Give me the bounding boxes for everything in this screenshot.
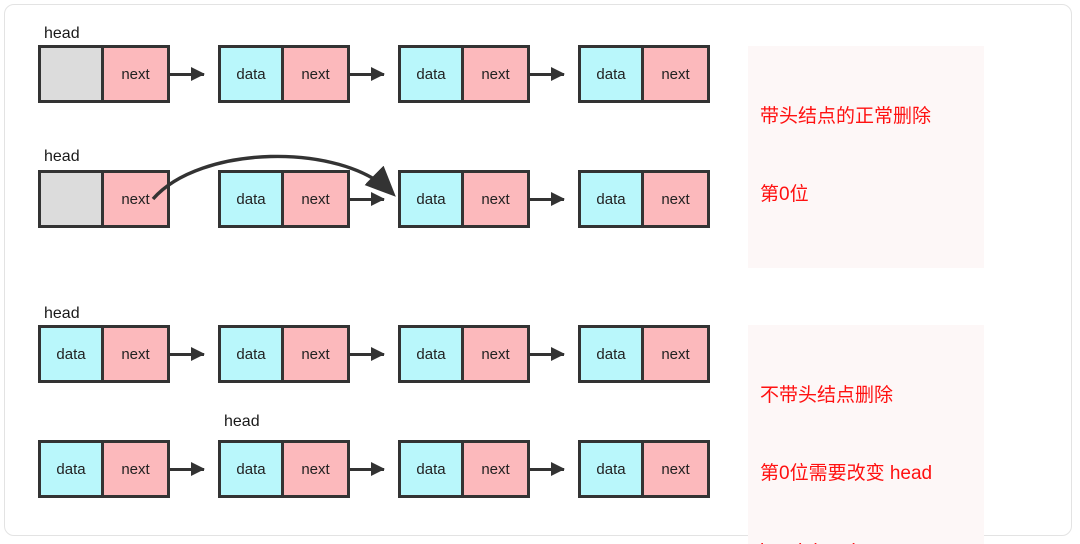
node-data-cell: data — [581, 48, 644, 100]
node-next-cell: next — [644, 48, 707, 100]
list-node[interactable]: data next — [398, 45, 530, 103]
pointer-arrow — [530, 192, 565, 206]
list-node[interactable]: data next — [578, 325, 710, 383]
node-data-cell: data — [401, 443, 464, 495]
list-node[interactable]: next — [38, 45, 170, 103]
head-label-row2: head — [44, 148, 80, 165]
annotation-line: 第0位需要改变 head — [760, 463, 933, 484]
node-data-cell: data — [41, 328, 104, 380]
pointer-arrow — [170, 67, 205, 81]
head-label-row3: head — [44, 305, 80, 322]
pointer-arrow — [170, 347, 205, 361]
list-node-deleted[interactable]: data next — [218, 170, 350, 228]
node-next-cell: next — [464, 443, 527, 495]
list-node[interactable]: data next — [218, 440, 350, 498]
node-next-cell: next — [104, 173, 167, 225]
annotation-with-head: 带头结点的正常删除 第0位 — [748, 46, 984, 268]
node-data-cell: data — [401, 173, 464, 225]
pointer-arrow — [350, 347, 385, 361]
list-node[interactable]: next — [38, 170, 170, 228]
node-data-cell: data — [401, 48, 464, 100]
node-next-cell: next — [104, 328, 167, 380]
pointer-arrow — [350, 462, 385, 476]
node-next-cell: next — [284, 173, 347, 225]
head-label-row1: head — [44, 25, 80, 42]
curved-relink-arrow — [140, 140, 430, 220]
node-data-cell: data — [221, 48, 284, 100]
node-next-cell: next — [284, 328, 347, 380]
pointer-arrow — [530, 462, 565, 476]
node-next-cell: next — [644, 173, 707, 225]
list-node[interactable]: data next — [398, 170, 530, 228]
annotation-line: 不带头结点删除 — [760, 385, 894, 406]
annotation-line: head=head.next — [760, 539, 974, 544]
annotation-without-head: 不带头结点删除 第0位需要改变 head head=head.next — [748, 325, 984, 544]
list-node[interactable]: data next — [218, 325, 350, 383]
list-node[interactable]: data next — [38, 325, 170, 383]
node-next-cell: next — [464, 48, 527, 100]
node-data-cell: data — [581, 173, 644, 225]
list-node[interactable]: data next — [398, 440, 530, 498]
node-data-cell: data — [581, 328, 644, 380]
annotation-line: 带头结点的正常删除 — [760, 106, 932, 127]
node-next-cell: next — [464, 328, 527, 380]
node-data-cell: data — [221, 173, 284, 225]
node-data-cell: data — [581, 443, 644, 495]
node-data-cell: data — [401, 328, 464, 380]
node-next-cell: next — [284, 443, 347, 495]
node-next-cell: next — [644, 328, 707, 380]
node-data-cell: data — [41, 443, 104, 495]
node-data-cell: data — [221, 328, 284, 380]
node-next-cell: next — [644, 443, 707, 495]
node-next-cell: next — [284, 48, 347, 100]
list-node[interactable]: data next — [218, 45, 350, 103]
node-data-cell: data — [221, 443, 284, 495]
list-node-deleted[interactable]: data next — [38, 440, 170, 498]
node-next-cell: next — [464, 173, 527, 225]
node-next-cell: next — [104, 443, 167, 495]
node-data-cell — [41, 48, 104, 100]
pointer-arrow — [170, 462, 205, 476]
node-next-cell: next — [104, 48, 167, 100]
list-node[interactable]: data next — [578, 45, 710, 103]
list-node[interactable]: data next — [578, 440, 710, 498]
head-label-row4: head — [224, 413, 260, 430]
pointer-arrow — [350, 67, 385, 81]
list-node[interactable]: data next — [578, 170, 710, 228]
node-data-cell — [41, 173, 104, 225]
pointer-arrow — [530, 347, 565, 361]
annotation-line: 第0位 — [760, 184, 809, 205]
pointer-arrow — [530, 67, 565, 81]
list-node[interactable]: data next — [398, 325, 530, 383]
